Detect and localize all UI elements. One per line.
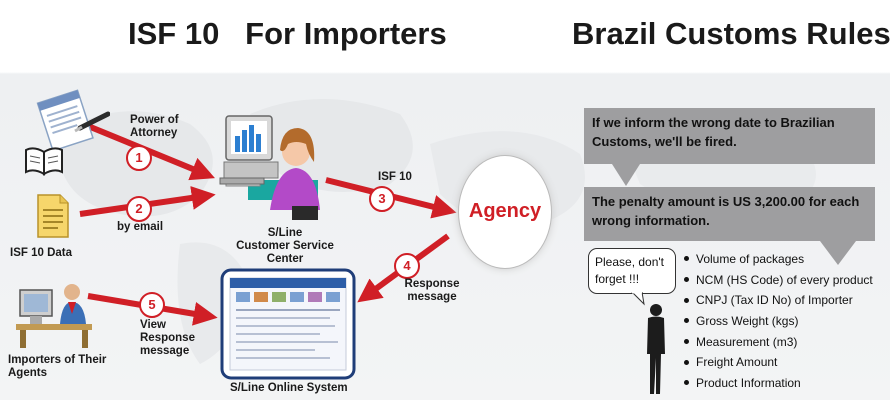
book-icon [25,147,63,176]
list-item: Measurement (m3) [684,332,873,353]
step-3-badge: 3 [369,186,395,212]
warning-callout: If we inform the wrong date to Brazilian… [584,108,875,164]
online-system-label: S/Line Online System [230,382,348,394]
agency-node: Agency [458,155,552,269]
list-item: Product Information [684,373,873,394]
isf10-data-label: ISF 10 Data [10,247,72,259]
response-message-label: Response message [404,278,460,304]
online-system-screen-icon [220,268,356,380]
customer-service-agent-icon [219,115,320,220]
step-5-badge: 5 [139,292,165,318]
list-item: Gross Weight (kgs) [684,311,873,332]
list-item: Volume of packages [684,249,873,270]
signed-document-icon [36,89,110,152]
brazil-rules-title: Brazil Customs Rules [572,16,890,51]
importers-label: Importers of Their Agents [8,354,107,380]
step-2-badge: 2 [126,196,152,222]
isf10-step-label: ISF 10 [378,171,412,183]
data-file-icon [37,194,69,238]
importer-at-computer-icon [16,284,92,348]
speech-bubble: Please, don't forget !!! [588,248,676,294]
list-item: CNPJ (Tax ID No) of Importer [684,290,873,311]
businessman-silhouette-icon [647,304,665,394]
agency-label: Agency [468,200,542,222]
callout-tail [612,164,640,186]
callout-tail [820,241,856,265]
required-info-list: Volume of packages NCM (HS Code) of ever… [684,249,873,394]
power-of-attorney-label: Power of Attorney [130,114,179,140]
customer-service-center-label: S/Line Customer Service Center [236,227,334,266]
penalty-callout: The penalty amount is US 3,200.00 for ea… [584,187,875,241]
step-4-badge: 4 [394,253,420,279]
view-response-message-label: View Response message [140,319,195,358]
step-1-badge: 1 [126,145,152,171]
speech-bubble-tail [631,292,645,306]
list-item: Freight Amount [684,352,873,373]
page-title: ISF 10 For Importers [128,16,447,51]
by-email-label: by email [117,221,164,233]
list-item: NCM (HS Code) of every product [684,270,873,291]
